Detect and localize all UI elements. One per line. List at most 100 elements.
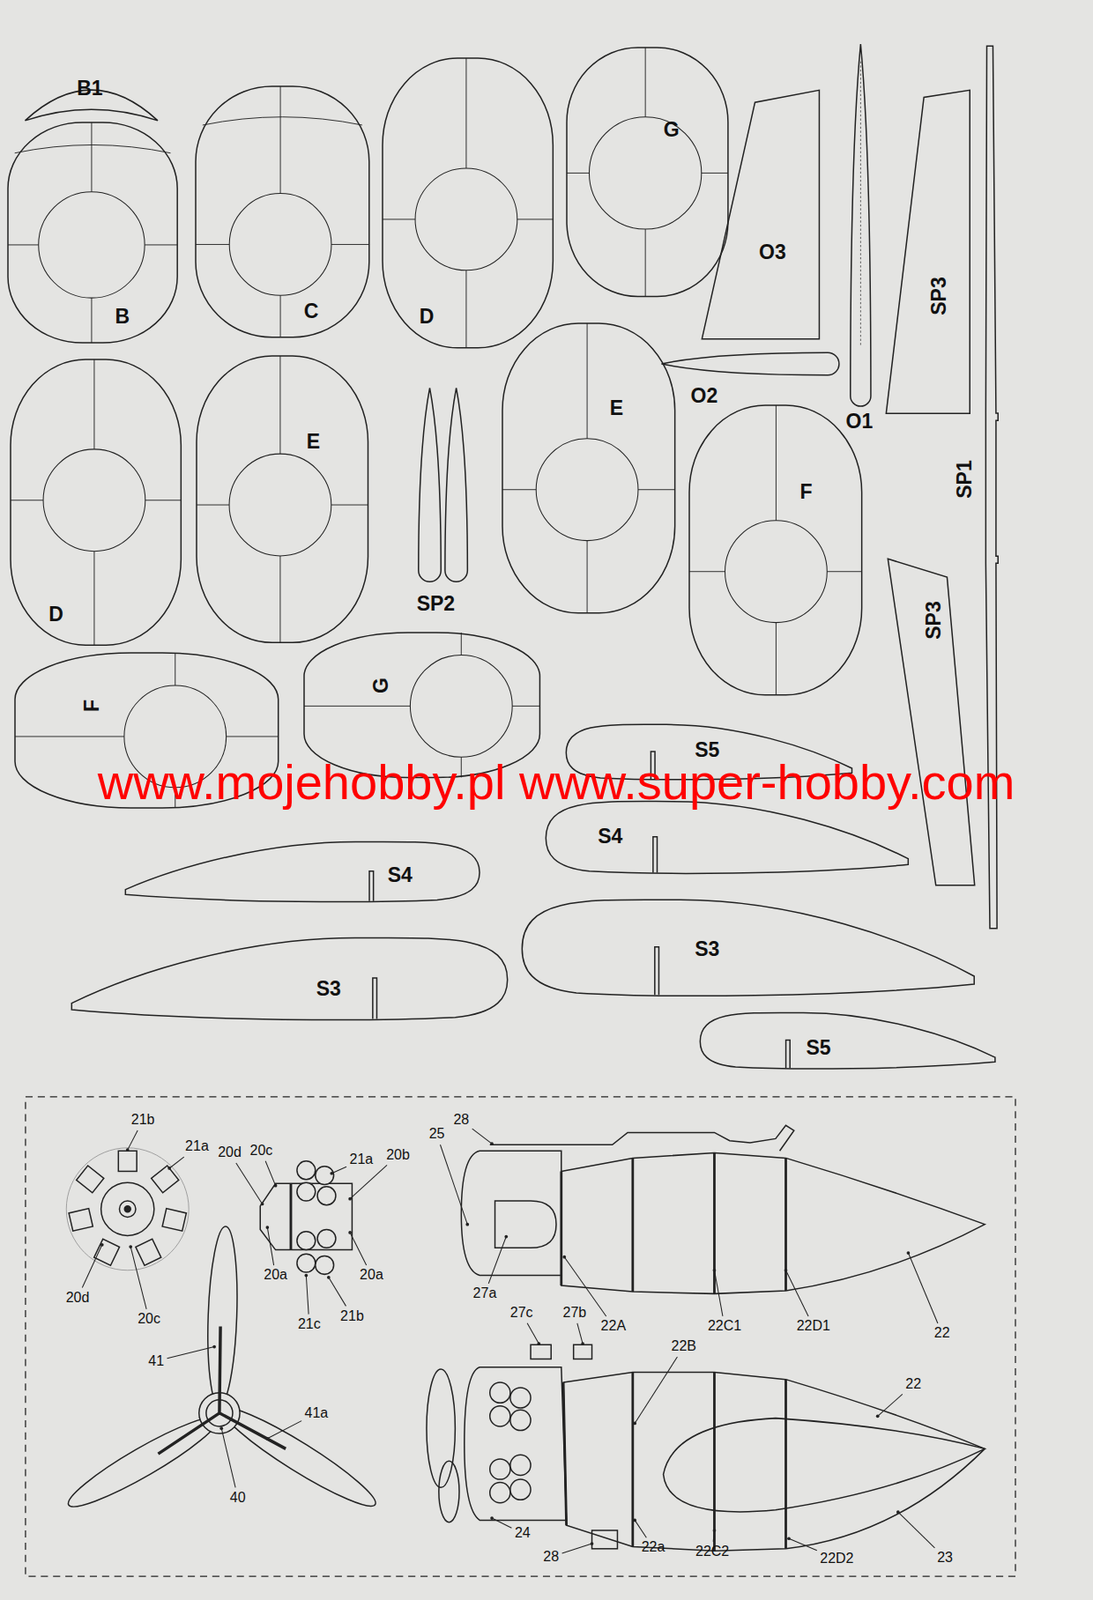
leader-line	[562, 1544, 593, 1554]
part-outline: E	[196, 356, 369, 643]
callout-number: 22	[934, 1326, 951, 1341]
part-outline: G	[566, 47, 729, 298]
callout-number: 27c	[510, 1306, 534, 1321]
part-label: E	[306, 431, 320, 453]
part-label: S5	[805, 1038, 831, 1059]
callout-number: 20a	[263, 1268, 288, 1283]
leader-dot	[274, 1184, 278, 1189]
part-label: O2	[691, 386, 719, 407]
leader-line	[634, 1357, 677, 1424]
callout-number: 28	[542, 1550, 559, 1565]
leader-dot	[713, 1529, 717, 1533]
part-shape	[382, 58, 553, 349]
part-outline: SP3	[885, 557, 978, 888]
leader-line	[491, 1518, 512, 1529]
leader-line	[236, 1163, 263, 1205]
part-label: SP2	[416, 594, 455, 615]
part-label: F	[81, 699, 103, 713]
part-label: D	[419, 305, 435, 327]
part-label: S5	[694, 739, 720, 760]
leader-line	[127, 1130, 138, 1151]
part-outline: B1	[22, 69, 161, 126]
leader-dot	[536, 1342, 541, 1346]
part-shape	[10, 359, 181, 646]
part-shape	[658, 350, 842, 409]
leader-dot	[465, 1223, 469, 1227]
leader-dot	[329, 1172, 334, 1176]
leader-dot	[876, 1414, 880, 1419]
part-outline: E	[502, 323, 676, 614]
part-label: SP3	[923, 601, 945, 640]
part-label: O3	[758, 241, 787, 262]
callout-number: 22A	[601, 1319, 626, 1334]
leader-dot	[348, 1231, 352, 1235]
part-shape	[566, 47, 729, 298]
part-label: E	[609, 398, 624, 419]
part-shape	[698, 1010, 997, 1074]
callout-number: 20d	[66, 1291, 90, 1306]
part-outline: S3	[520, 898, 977, 1003]
part-outline: S4	[123, 839, 482, 907]
leader-dot	[632, 1519, 637, 1524]
part-outline: O3	[699, 88, 822, 342]
leader-dot	[167, 1167, 172, 1171]
leader-line	[786, 1271, 810, 1317]
callout-number: 22D1	[796, 1319, 831, 1334]
leader-line	[221, 1428, 236, 1488]
leader-dot	[490, 1516, 494, 1521]
leader-dot	[260, 1203, 265, 1207]
callout-number: 21b	[340, 1309, 365, 1324]
callout-number: 27b	[562, 1306, 587, 1321]
callout-number: 22a	[641, 1540, 666, 1555]
part-shape	[884, 88, 973, 417]
leader-line	[267, 1227, 274, 1266]
leader-dot	[562, 1256, 566, 1260]
part-shape	[304, 632, 540, 778]
leader-line	[265, 1161, 276, 1187]
leader-line	[169, 1157, 185, 1169]
leader-dot	[100, 1243, 105, 1248]
leader-line	[439, 1145, 468, 1225]
part-shape	[845, 44, 877, 438]
leader-line	[349, 1233, 367, 1266]
part-outline: SP3	[884, 88, 973, 417]
callout-number: 41	[148, 1354, 164, 1369]
part-label: B1	[76, 77, 103, 98]
leader-dot	[504, 1235, 508, 1240]
callout-number: 24	[514, 1526, 531, 1541]
part-outline: S4	[543, 797, 911, 880]
part-outline: SP2	[413, 386, 473, 619]
leader-line	[898, 1512, 936, 1549]
leader-dot	[713, 1269, 717, 1273]
callout-number: 20a	[359, 1268, 384, 1283]
callout-number: 25	[429, 1127, 446, 1142]
leader-dot	[126, 1148, 130, 1153]
part-shape	[502, 323, 676, 614]
part-label: B	[115, 305, 131, 327]
part-shape	[69, 935, 510, 1026]
part-label: O1	[846, 411, 874, 432]
leader-line	[634, 1520, 647, 1539]
leader-dot	[327, 1276, 331, 1280]
leader-line	[713, 1531, 714, 1543]
callout-number: 27a	[473, 1286, 498, 1302]
part-shape	[699, 88, 822, 342]
callout-number: 22D2	[819, 1552, 854, 1567]
leader-dot	[896, 1510, 900, 1515]
callout-number: 23	[936, 1551, 953, 1566]
part-label: G	[370, 677, 391, 694]
callout-number: 21a	[185, 1139, 209, 1154]
leader-dot	[304, 1274, 308, 1279]
callout-number: 21c	[297, 1317, 321, 1332]
part-shape	[196, 356, 369, 643]
leader-line	[788, 1539, 818, 1552]
part-shape	[413, 386, 473, 619]
part-label: G	[663, 119, 680, 141]
callout-number: 22	[905, 1377, 922, 1392]
callout-number: 21b	[131, 1113, 156, 1128]
leader-dot	[128, 1245, 133, 1250]
callout-number: 40	[230, 1491, 246, 1506]
leader-line	[577, 1323, 583, 1345]
part-outline: B	[7, 122, 178, 343]
leader-line	[328, 1278, 347, 1308]
